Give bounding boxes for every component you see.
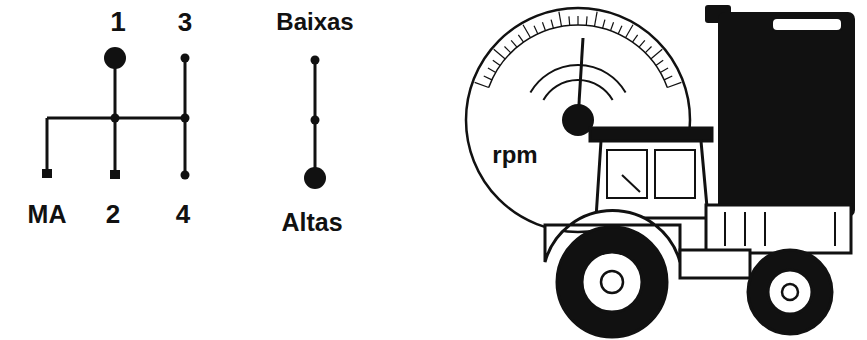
gauge-tick [618, 26, 622, 34]
gauge-tick [639, 40, 645, 47]
gauge-tick [664, 76, 672, 80]
reverse-label: MA [26, 201, 69, 228]
gauge-tick [504, 46, 510, 52]
gauge-tick [523, 25, 531, 38]
gauge-tick [493, 60, 500, 65]
gauge-tick [656, 60, 663, 65]
range-label: Altas [279, 209, 344, 236]
gauge-tick [603, 20, 605, 29]
gauge-tick [632, 35, 637, 42]
gauge-tick [534, 26, 538, 34]
range-label: Baixas [274, 9, 355, 35]
gauge-tick [551, 20, 553, 29]
rpm-label: rpm [490, 142, 539, 168]
gauge-tick [645, 46, 651, 52]
gauge-tick [626, 25, 634, 38]
gauge-tick [577, 16, 578, 25]
tractor [545, 128, 851, 337]
gear-number: 4 [174, 200, 192, 228]
gauge-tick [594, 12, 597, 27]
gauge-tick [484, 76, 492, 80]
gauge-tick [488, 68, 496, 73]
gauge-tick [475, 82, 489, 87]
gauge-tick [610, 22, 613, 30]
gear-number: 1 [108, 7, 128, 37]
gauge-tick [494, 49, 505, 59]
fuel-can [705, 5, 855, 217]
gear-number: 3 [176, 8, 194, 36]
gauge-tick [568, 16, 570, 25]
gear-shift-pattern [42, 47, 190, 180]
gauge-tick [511, 40, 517, 47]
gauge-tick [518, 35, 523, 42]
gear-number: 2 [104, 200, 122, 228]
gauge-tick [651, 49, 662, 59]
gauge-tick [542, 22, 545, 30]
gauge-tick [586, 16, 588, 25]
gauge-tick [667, 82, 681, 87]
gauge-tick [559, 12, 562, 27]
range-selector [304, 56, 326, 190]
gauge-tick [660, 68, 668, 73]
